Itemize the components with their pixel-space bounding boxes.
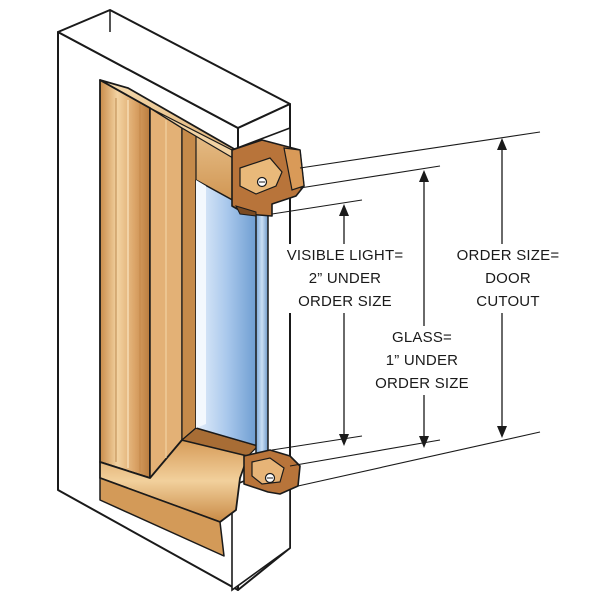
order-size-line-1: ORDER SIZE= [456,247,560,264]
order-size-label: ORDER SIZE= DOOR CUTOUT [438,244,578,313]
order-size-line-2: DOOR [485,270,531,287]
top-frame-profile [231,139,305,217]
extension-lines [271,131,541,487]
visible-light-line-3: ORDER SIZE [298,293,392,310]
dimension-glass [419,170,429,448]
glass-edge [255,199,269,473]
glass-line-2: 1” UNDER [385,352,459,369]
bottom-frame-profile [243,449,301,495]
order-size-line-3: CUTOUT [476,293,540,310]
glass-line-1: GLASS= [392,329,452,346]
glass-label: GLASS= 1” UNDER ORDER SIZE [352,326,492,395]
glass-line-3: ORDER SIZE [375,375,469,392]
visible-light-label: VISIBLE LIGHT= 2” UNDER ORDER SIZE [270,244,420,313]
glass-pane [195,179,269,473]
dimension-visible-light [339,204,349,446]
visible-light-line-1: VISIBLE LIGHT= [286,247,404,264]
visible-light-line-2: 2” UNDER [308,270,382,287]
